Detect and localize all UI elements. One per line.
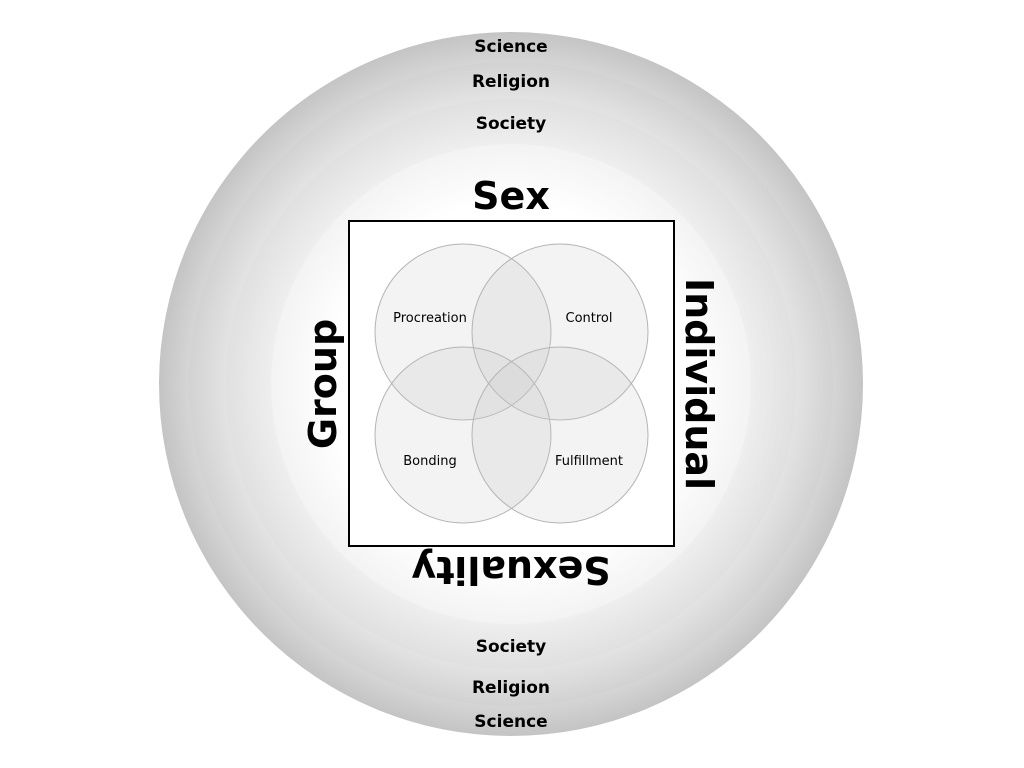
procreation-circle — [374, 243, 552, 421]
society-label-bottom: Society — [476, 637, 547, 657]
fulfillment-label: Fulfillment — [555, 454, 623, 469]
procreation-label: Procreation — [393, 311, 467, 326]
central-square — [348, 220, 675, 547]
sex-label: Sex — [472, 174, 550, 218]
bonding-label: Bonding — [403, 454, 456, 469]
individual-label: Individual — [677, 278, 721, 490]
sexuality-label: Sexuality — [411, 548, 611, 592]
control-circle — [471, 243, 649, 421]
group-label: Group — [301, 319, 345, 449]
science-label-top: Science — [474, 37, 547, 57]
religion-label-bottom: Religion — [472, 678, 550, 698]
venn-circles — [374, 243, 649, 524]
control-label: Control — [566, 311, 613, 326]
science-label-bottom: Science — [474, 712, 547, 732]
fulfillment-circle — [471, 346, 649, 524]
bonding-circle — [374, 346, 552, 524]
religion-label-top: Religion — [472, 72, 550, 92]
society-label-top: Society — [476, 114, 547, 134]
